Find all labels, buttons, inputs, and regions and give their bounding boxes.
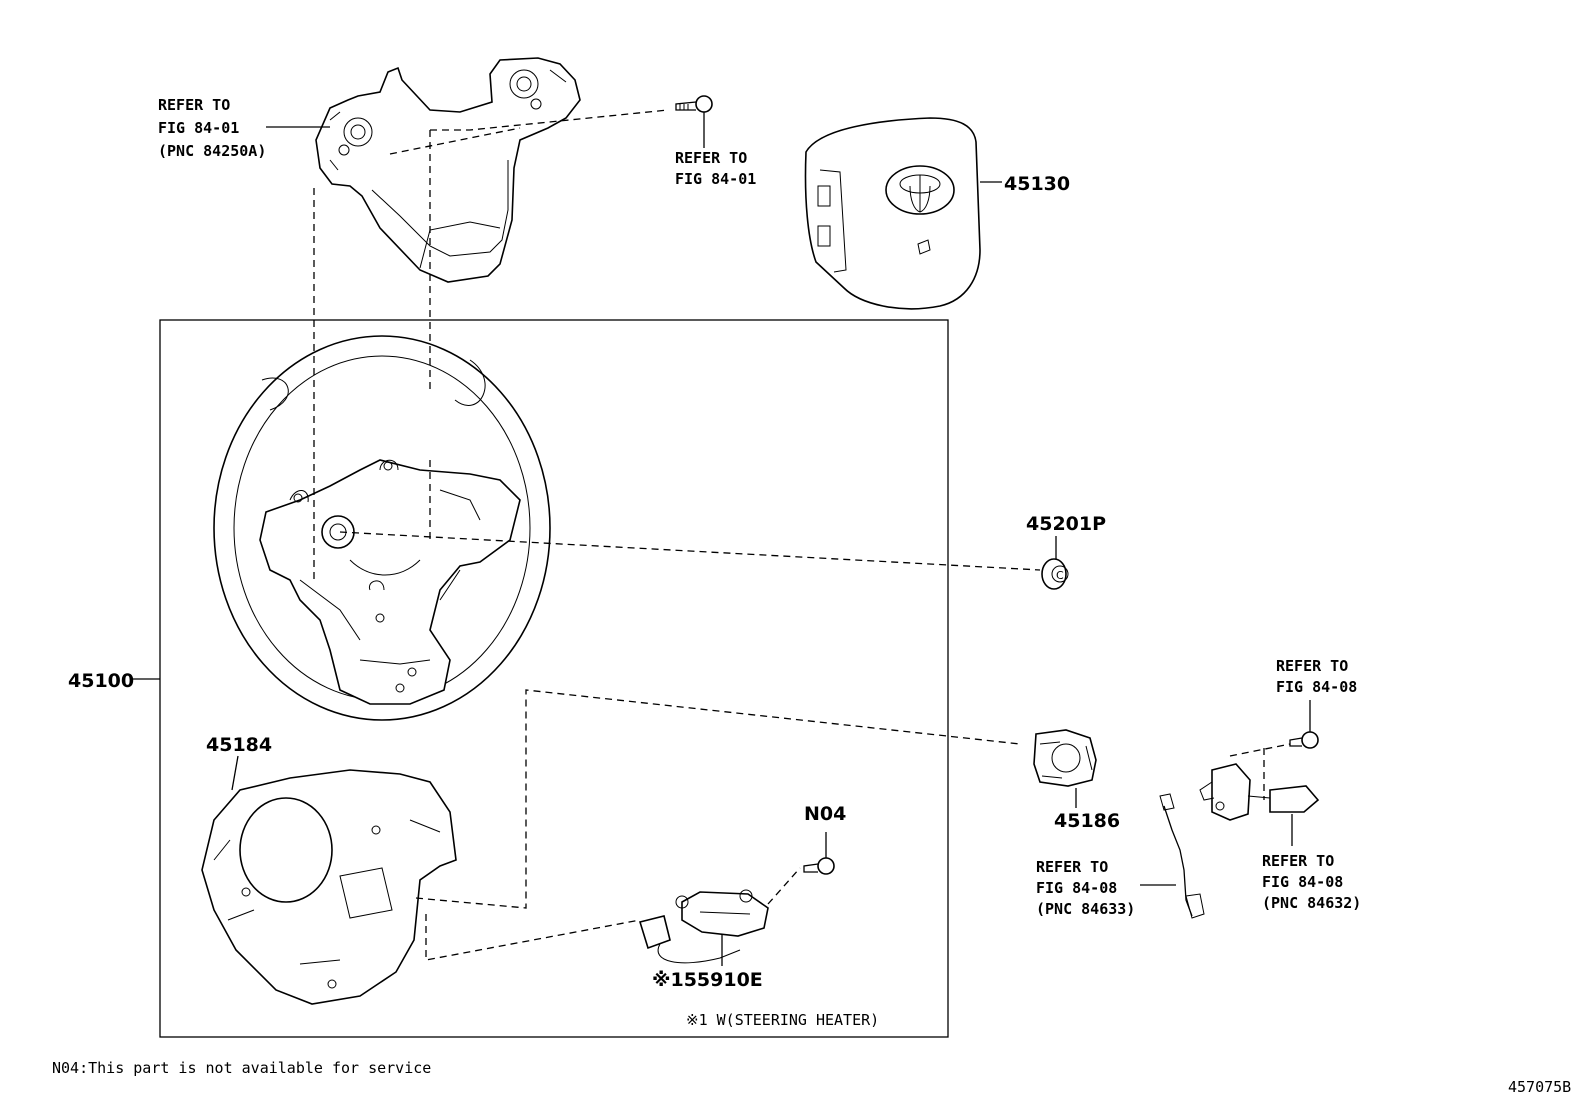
lower-cover-part[interactable] [201, 769, 457, 1005]
part-number-45201p[interactable]: 45201P [1026, 513, 1106, 535]
ref-label-screw-right: REFER TO FIG 84-08 [1276, 657, 1357, 696]
cap-part[interactable]: C [1041, 558, 1069, 590]
heater-module-part[interactable] [638, 889, 769, 964]
drawing-number: 457075B [1508, 1078, 1571, 1096]
ref-label-screw-top: REFER TO FIG 84-01 [675, 149, 756, 188]
airbag-module-part[interactable] [804, 117, 981, 310]
ref-label-84632: REFER TO FIG 84-08 (PNC 84632) [1262, 852, 1361, 912]
part-number-n04[interactable]: N04 [804, 803, 846, 825]
part-number-45100[interactable]: 45100 [68, 670, 134, 692]
ref-label-84250a: REFER TO FIG 84-01 (PNC 84250A) [158, 96, 266, 160]
part-number-45130[interactable]: 45130 [1004, 173, 1070, 195]
part-number-45184[interactable]: 45184 [206, 734, 272, 756]
steering-wheel-part[interactable] [213, 335, 551, 721]
ref-label-84633: REFER TO FIG 84-08 (PNC 84633) [1036, 858, 1135, 918]
paddle-switch-part[interactable] [1199, 763, 1320, 821]
toyota-logo [885, 165, 955, 215]
wire-harness-part[interactable] [1159, 793, 1205, 919]
heater-note: ※1 W(STEERING HEATER) [686, 1011, 879, 1029]
bolt-icon[interactable] [675, 95, 713, 113]
clock-spring-part[interactable] [1033, 729, 1097, 787]
svg-text:C: C [1056, 569, 1064, 582]
part-number-45186[interactable]: 45186 [1054, 810, 1120, 832]
part-number-55910e[interactable]: ※155910E [652, 969, 763, 991]
bolt-icon[interactable] [1289, 731, 1319, 749]
switch-bezel-part[interactable] [315, 57, 581, 283]
footnote: N04:This part is not available for servi… [52, 1059, 431, 1077]
bolt-icon[interactable] [803, 857, 835, 875]
